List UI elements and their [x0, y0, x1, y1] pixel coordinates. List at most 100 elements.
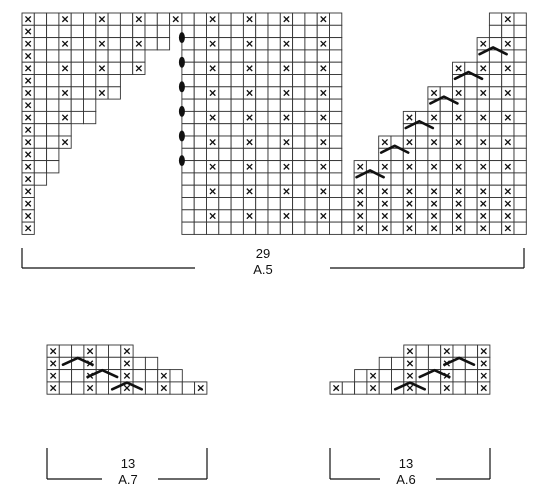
- grid-cell: [95, 356, 109, 371]
- grid-cell: [119, 24, 134, 39]
- grid-cell: [304, 123, 318, 137]
- grid-cell: [304, 37, 318, 51]
- grid-cell: [193, 221, 207, 235]
- grid-cell: [267, 184, 281, 198]
- grid-cell: [193, 197, 207, 211]
- x-mark-icon: [49, 372, 57, 379]
- x-mark-icon: [320, 138, 327, 146]
- grid-cell: [452, 172, 466, 186]
- grid-cell: [316, 221, 330, 235]
- grid-cell: [476, 147, 490, 162]
- grid-cell: [464, 160, 478, 174]
- x-mark-icon: [480, 372, 487, 379]
- filled-oval-marker-icon: [178, 32, 185, 44]
- grid-cell: [439, 147, 453, 162]
- x-mark-icon: [381, 200, 389, 207]
- grid-cell: [329, 24, 343, 39]
- grid-cell: [156, 37, 171, 51]
- grid-cell: [83, 86, 97, 100]
- x-mark-icon: [123, 384, 131, 392]
- grid-cell: [316, 49, 330, 63]
- x-mark-icon: [24, 188, 32, 195]
- grid-cell: [329, 74, 343, 88]
- grid-cell: [33, 172, 48, 186]
- filled-oval-marker-icon: [178, 130, 185, 142]
- grid-cell: [255, 197, 269, 211]
- grid-cell: [415, 160, 429, 174]
- x-mark-icon: [283, 40, 290, 47]
- x-mark-icon: [209, 163, 216, 170]
- grid-cell: [230, 86, 244, 100]
- grid-cell: [452, 344, 466, 358]
- grid-cell: [513, 37, 527, 51]
- grid-cell: [156, 24, 171, 39]
- x-mark-icon: [455, 163, 462, 170]
- grid-cell: [316, 24, 330, 39]
- x-mark-icon: [98, 15, 106, 23]
- x-mark-icon: [480, 114, 487, 121]
- x-mark-icon: [443, 384, 451, 392]
- grid-cell: [427, 381, 442, 395]
- grid-cell: [292, 86, 306, 100]
- x-mark-icon: [406, 384, 414, 392]
- grid-cell: [242, 147, 257, 162]
- grid-cell: [415, 197, 429, 211]
- x-mark-icon: [160, 372, 168, 379]
- grid-cell: [464, 197, 478, 211]
- grid-cell: [70, 37, 84, 51]
- grid-cell: [378, 369, 392, 383]
- grid-cell: [33, 123, 48, 137]
- grid-cell: [230, 135, 244, 149]
- grid-cell: [365, 184, 380, 198]
- grid-cell: [513, 209, 527, 223]
- grid-cell: [292, 197, 306, 211]
- x-mark-icon: [320, 15, 327, 23]
- grid-cell: [427, 147, 441, 162]
- grid-cell: [488, 209, 503, 223]
- grid-cell: [304, 184, 318, 198]
- grid-cell: [218, 221, 232, 235]
- grid-cell: [304, 74, 318, 88]
- grid-cell: [501, 74, 515, 88]
- x-mark-icon: [480, 225, 487, 232]
- grid-cell: [513, 74, 527, 88]
- grid-cell: [230, 61, 244, 75]
- grid-cell: [230, 24, 244, 39]
- grid-cell: [169, 369, 183, 383]
- x-mark-icon: [369, 384, 377, 392]
- x-mark-icon: [283, 212, 290, 220]
- x-mark-icon: [24, 52, 32, 60]
- x-mark-icon: [504, 225, 512, 232]
- x-mark-icon: [320, 40, 327, 47]
- grid-cell: [452, 147, 466, 162]
- grid-cell: [390, 172, 404, 186]
- x-mark-icon: [24, 102, 32, 109]
- grid-cell: [415, 172, 429, 186]
- grid-cell: [267, 12, 281, 26]
- grid-cell: [33, 147, 48, 162]
- x-mark-icon: [430, 212, 438, 220]
- grid-cell: [33, 12, 48, 26]
- grid-cell: [488, 160, 503, 174]
- grid-cell: [242, 74, 257, 88]
- grid-cell: [292, 49, 306, 63]
- grid-cell: [132, 369, 146, 383]
- grid-cell: [230, 49, 244, 63]
- grid-cell: [329, 12, 343, 26]
- grid-cell: [242, 24, 257, 39]
- a5-stitch-count: 29: [256, 246, 270, 261]
- grid-cell: [218, 172, 232, 186]
- x-mark-icon: [480, 89, 487, 97]
- grid-cell: [267, 61, 281, 75]
- grid-cell: [513, 24, 527, 39]
- grid-cell: [242, 197, 257, 211]
- grid-cell: [230, 221, 244, 235]
- a7-stitch-count: 13: [121, 456, 135, 471]
- x-mark-icon: [480, 188, 487, 195]
- x-mark-icon: [24, 28, 32, 35]
- x-mark-icon: [381, 138, 389, 146]
- grid-cell: [230, 197, 244, 211]
- x-mark-icon: [455, 114, 462, 121]
- grid-cell: [242, 172, 257, 186]
- grid-cell: [46, 74, 60, 88]
